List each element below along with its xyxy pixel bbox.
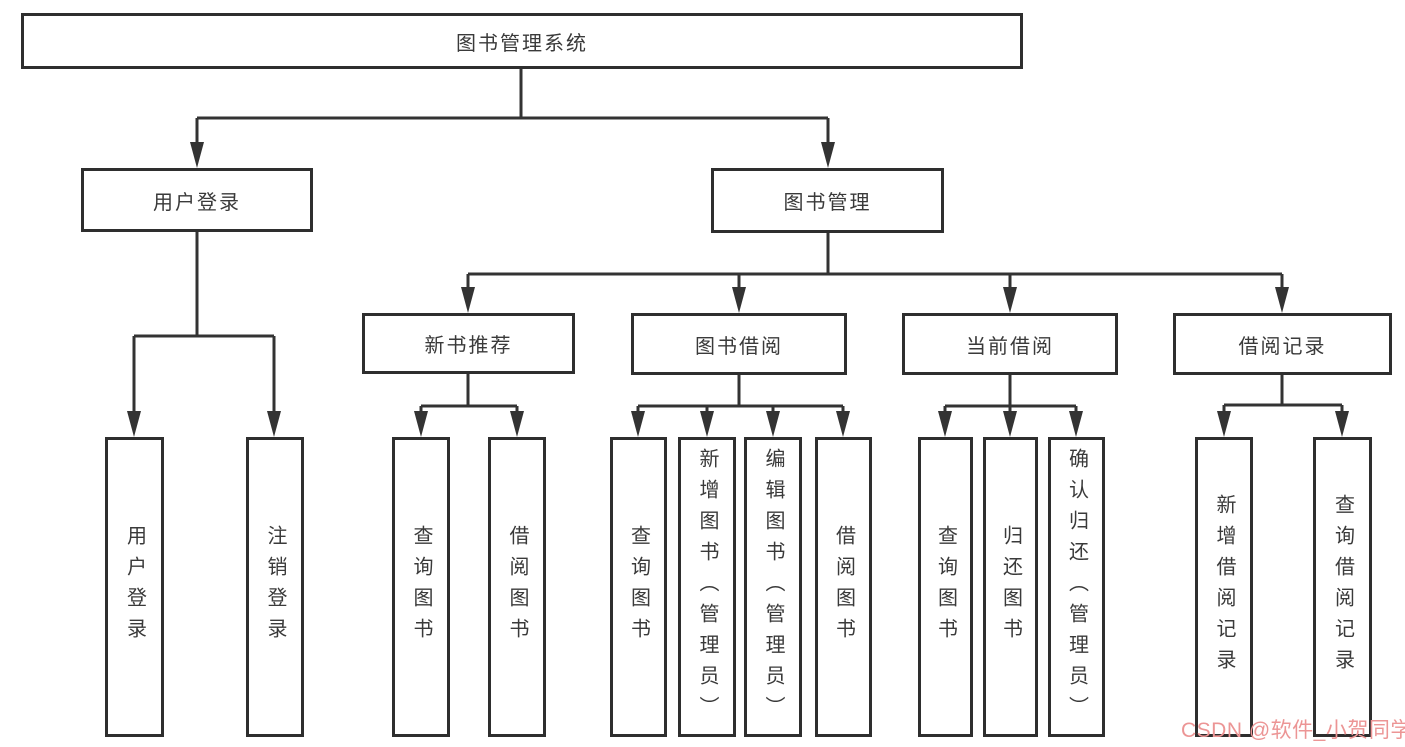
node-label: 确认归还（管理员） [1065, 447, 1088, 727]
node-user-login: 用户登录 [81, 168, 313, 232]
leaf-return-books: 归还图书 [983, 437, 1038, 737]
node-label: 用户登录 [123, 525, 146, 649]
leaf-confirm-return-admin: 确认归还（管理员） [1048, 437, 1105, 737]
node-label: 查询图书 [934, 525, 957, 649]
leaf-add-borrow-record: 新增借阅记录 [1195, 437, 1253, 737]
node-label: 新增图书（管理员） [696, 447, 718, 727]
node-label: 借阅记录 [1238, 335, 1327, 358]
csdn-watermark: CSDN @软件_小贺同学 [1181, 719, 1405, 742]
node-label: 图书管理系统 [456, 32, 588, 55]
node-new-book-recommend: 新书推荐 [362, 313, 575, 374]
node-label: 借阅图书 [832, 525, 855, 649]
leaf-query-borrow-record: 查询借阅记录 [1313, 437, 1372, 737]
arrowheads [127, 142, 1349, 437]
node-label: 查询图书 [627, 525, 650, 649]
node-book-borrowing: 图书借阅 [631, 313, 847, 375]
leaf-current-query-books: 查询图书 [918, 437, 973, 737]
leaf-borrowing-query-books: 查询图书 [610, 437, 667, 737]
leaf-logout: 注销登录 [246, 437, 304, 737]
node-current-borrowing: 当前借阅 [902, 313, 1118, 375]
node-label: 借阅图书 [506, 525, 528, 649]
node-label: 新增借阅记录 [1213, 494, 1235, 680]
leaf-borrowing-borrow-books: 借阅图书 [815, 437, 872, 737]
node-label: 查询借阅记录 [1331, 494, 1354, 680]
node-label: 当前借阅 [966, 335, 1054, 358]
node-label: 注销登录 [264, 525, 286, 649]
leaf-user-login: 用户登录 [105, 437, 164, 737]
node-label: 查询图书 [410, 525, 432, 649]
node-label: 新书推荐 [424, 335, 513, 357]
node-label: 用户登录 [153, 191, 241, 214]
leaf-edit-books-admin: 编辑图书（管理员） [744, 437, 802, 737]
node-library-management-system: 图书管理系统 [21, 13, 1023, 69]
node-label: 编辑图书（管理员） [762, 447, 784, 727]
node-borrowing-records: 借阅记录 [1173, 313, 1392, 375]
node-book-management: 图书管理 [711, 168, 944, 233]
node-label: 图书借阅 [695, 335, 783, 358]
node-label: 归还图书 [999, 525, 1022, 649]
leaf-recommend-borrow-books: 借阅图书 [488, 437, 546, 737]
leaf-add-books-admin: 新增图书（管理员） [678, 437, 736, 737]
node-label: 图书管理 [783, 192, 872, 214]
leaf-recommend-query-books: 查询图书 [392, 437, 450, 737]
